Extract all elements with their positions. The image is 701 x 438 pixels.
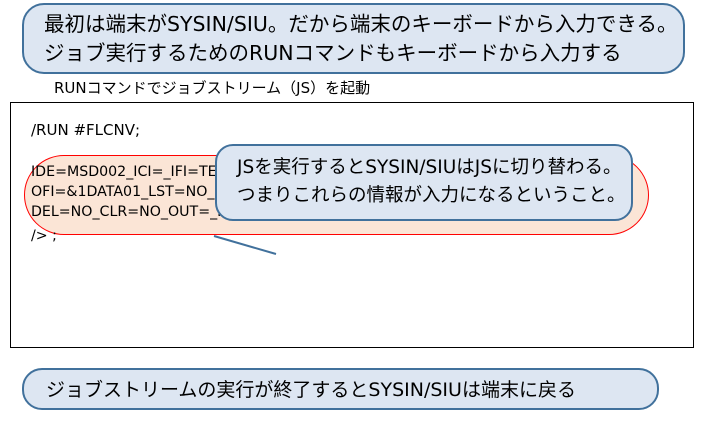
- command-box: /RUN #FLCNV; IDE=MSD002_ICI=_IFI=TESTDAT…: [10, 102, 694, 348]
- top-note-line-1: 最初は端末がSYSIN/SIU。だから端末のキーボードから入力できる。: [44, 12, 678, 36]
- bottom-note-text: ジョブストリームの実行が終了するとSYSIN/SIUは端末に戻る: [46, 379, 576, 401]
- command-terminator: /> ;: [31, 228, 57, 244]
- mid-note-line-1: JSを実行するとSYSIN/SIUはJSに切り替わる。: [237, 157, 622, 178]
- top-note-bubble: 最初は端末がSYSIN/SIU。だから端末のキーボードから入力できる。 ジョブ実…: [22, 3, 685, 74]
- mid-note-bubble: JSを実行するとSYSIN/SIUはJSに切り替わる。 つまりこれらの情報が入力…: [215, 144, 633, 221]
- mid-note-line-2: つまりこれらの情報が入力になるということ。: [237, 185, 626, 206]
- run-command-caption: RUNコマンドでジョブストリーム（JS）を起動: [54, 79, 371, 97]
- top-note-line-2: ジョブ実行するためのRUNコマンドもキーボードから入力する: [44, 41, 622, 65]
- run-command-line: /RUN #FLCNV;: [31, 121, 141, 139]
- bottom-note-bubble: ジョブストリームの実行が終了するとSYSIN/SIUは端末に戻る: [22, 368, 659, 410]
